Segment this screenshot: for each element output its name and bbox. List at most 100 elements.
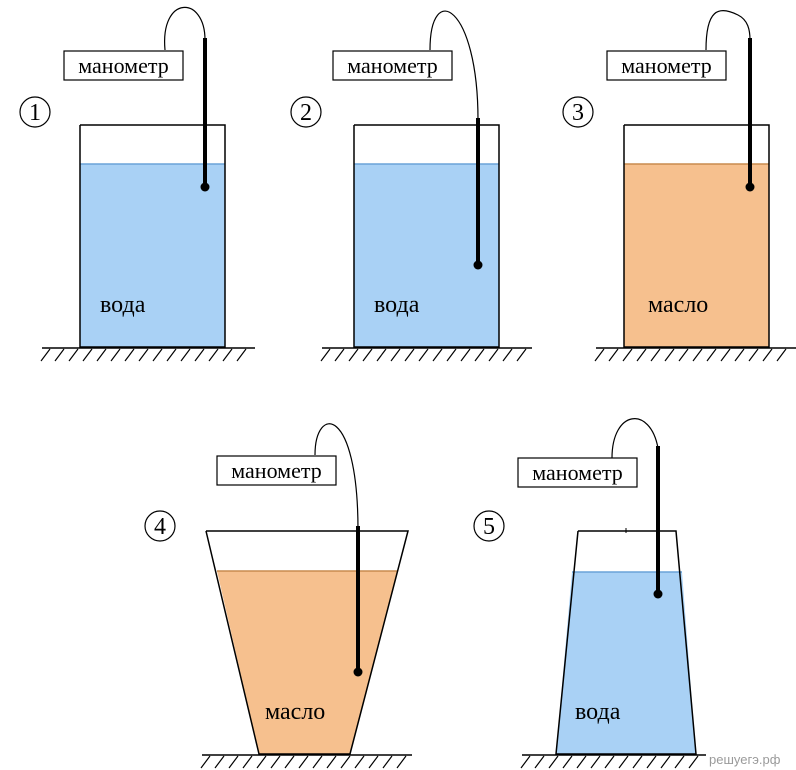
ground-hatch-line [390,348,401,362]
ground-hatch-line [548,755,559,769]
vessel-2 [353,124,500,348]
ground-hatch-line [622,348,633,362]
liquid-3 [624,164,769,347]
probe-tip-2 [473,260,483,270]
ground-hatch-line [208,348,219,362]
ground-hatch-line [166,348,177,362]
liquid-1 [80,164,225,347]
ground-hatch-line [418,348,429,362]
liquid-label-5: вода [575,699,621,725]
ground-hatch-line [334,348,345,362]
ground-hatch-line [222,348,233,362]
ground-hatch-line [348,348,359,362]
gauge-label-5: манометр [532,460,622,485]
ground-hatch-line [520,755,531,769]
gauge-label-box-5 [517,457,638,488]
ground-hatch-line [692,348,703,362]
ground-hatch-line [608,348,619,362]
ground-hatch-line [312,755,323,769]
ground-hatch-line [228,755,239,769]
ground-hatch-line [660,755,671,769]
ground-hatch-line [396,755,407,769]
ground-hatch-line [432,348,443,362]
ground-5 [520,754,706,769]
ground-hatch-line [354,755,365,769]
setup-number-5: 5 [483,514,495,540]
ground-3 [594,347,796,362]
ground-hatch-line [326,755,337,769]
liquid-label-3: масло [648,292,708,318]
setup-1: манометр 1 вода [19,6,255,362]
ground-hatch-line [762,348,773,362]
ground-hatch-line [534,755,545,769]
liquid-4 [217,571,398,754]
ground-hatch-line [474,348,485,362]
ground-hatch-line [82,348,93,362]
setup-5: манометр 5 вода [473,418,706,769]
probe-tip-5 [653,589,663,599]
ground-hatch-line [270,755,281,769]
ground-hatch-line [376,348,387,362]
ground-hatch-line [214,755,225,769]
gauge-label-2: манометр [347,53,437,78]
ground-hatch-line [96,348,107,362]
ground-hatch-line [688,755,699,769]
vessel-4 [205,530,409,755]
probe-tip-4 [353,667,363,677]
ground-hatch-line [194,348,205,362]
watermark: решуегэ.рф [709,752,781,767]
number-circle-5 [473,510,505,542]
ground-hatch-line [734,348,745,362]
probe-tip-1 [200,182,210,192]
vessel-1 [79,124,226,348]
gauge-label-4: манометр [231,458,321,483]
gauge-wire-1 [164,6,206,51]
ground-hatch-line [382,755,393,769]
ground-hatch-line [404,348,415,362]
liquid-label-1: вода [100,292,146,318]
ground-hatch-line [516,348,527,362]
ground-hatch-line [664,348,675,362]
ground-hatch-line [674,755,685,769]
ground-2 [320,347,532,362]
ground-hatch-line [284,755,295,769]
ground-hatch-line [488,348,499,362]
gauge-wire-4 [314,423,359,531]
vessel-5 [555,530,697,755]
ground-4 [200,754,412,769]
number-circle-4 [144,510,176,542]
liquid-2 [354,164,499,347]
setup-number-1: 1 [29,100,41,126]
ground-hatch-line [576,755,587,769]
liquid-5 [556,572,696,754]
ground-hatch-line [748,348,759,362]
ground-hatch-line [604,755,615,769]
setup-4: манометр 4 масло [144,423,412,769]
liquid-label-4: масло [265,699,325,725]
vessel-3 [623,124,770,348]
ground-hatch-line [590,755,601,769]
ground-hatch-line [200,755,211,769]
gauge-wire-2 [429,10,479,121]
ground-hatch-line [636,348,647,362]
number-circle-2 [290,96,322,128]
setup-number-3: 3 [572,100,584,126]
ground-hatch-line [776,348,787,362]
liquid-label-2: вода [374,292,420,318]
ground-hatch-line [54,348,65,362]
ground-hatch-line [646,755,657,769]
ground-hatch-line [562,755,573,769]
ground-hatch-line [110,348,121,362]
ground-hatch-line [320,348,331,362]
gauge-label-box-2 [332,50,453,81]
setup-2: манометр 2 вода [290,10,532,362]
ground-hatch-line [594,348,605,362]
setup-number-2: 2 [300,100,312,126]
ground-hatch-line [650,348,661,362]
ground-hatch-line [618,755,629,769]
ground-hatch-line [362,348,373,362]
ground-hatch-line [236,348,247,362]
ground-hatch-line [68,348,79,362]
ground-hatch-line [40,348,51,362]
